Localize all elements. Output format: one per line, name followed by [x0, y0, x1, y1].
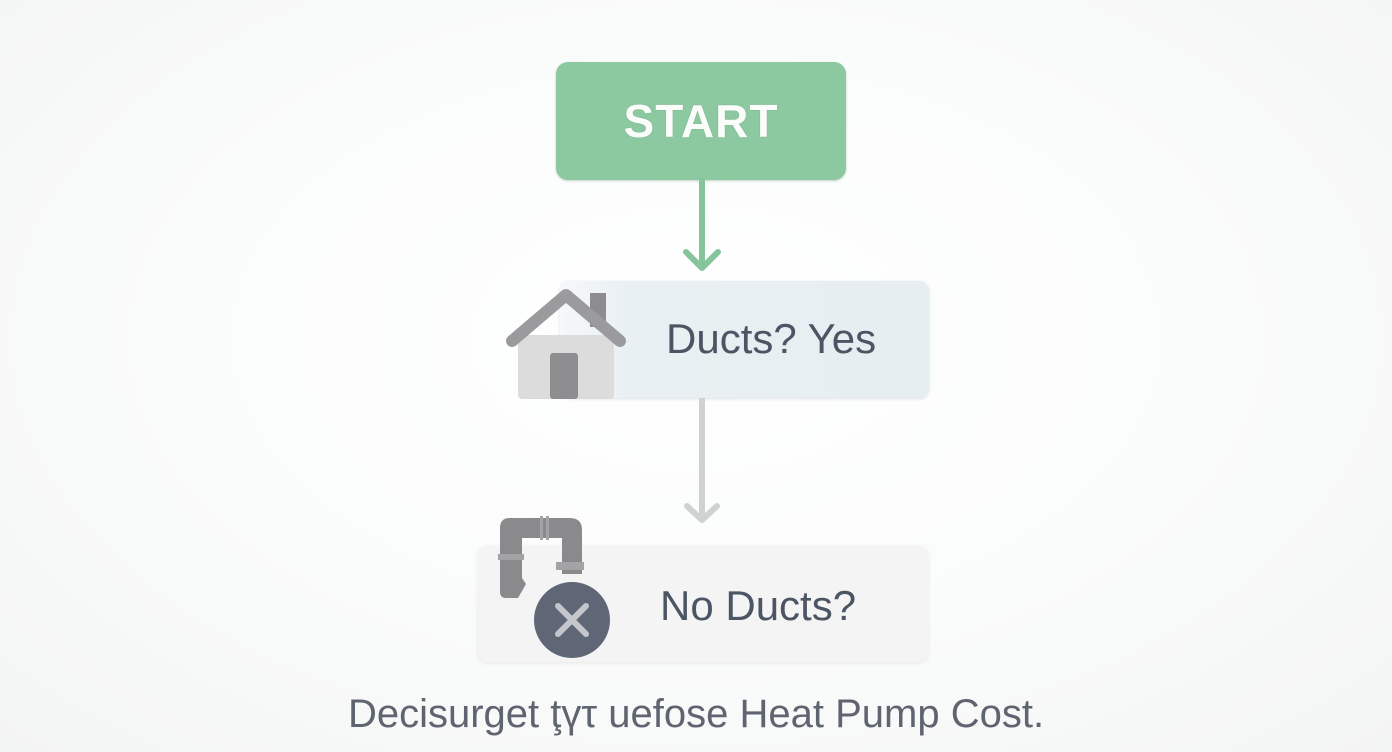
caption: Decisurget ţүτ uefose Heat Pump Cost. [347, 692, 1045, 736]
house-icon [506, 289, 626, 399]
x-circle-icon [532, 580, 612, 660]
arrow-ducts-to-no-ducts-icon [684, 398, 720, 523]
arrow-start-to-ducts-icon [683, 178, 721, 271]
pipe-icon [498, 516, 584, 598]
no-ducts-label: No Ducts? [660, 582, 857, 629]
start-node: START [556, 62, 846, 180]
ducts-yes-label: Ducts? Yes [666, 315, 877, 362]
start-label: START [623, 95, 779, 147]
